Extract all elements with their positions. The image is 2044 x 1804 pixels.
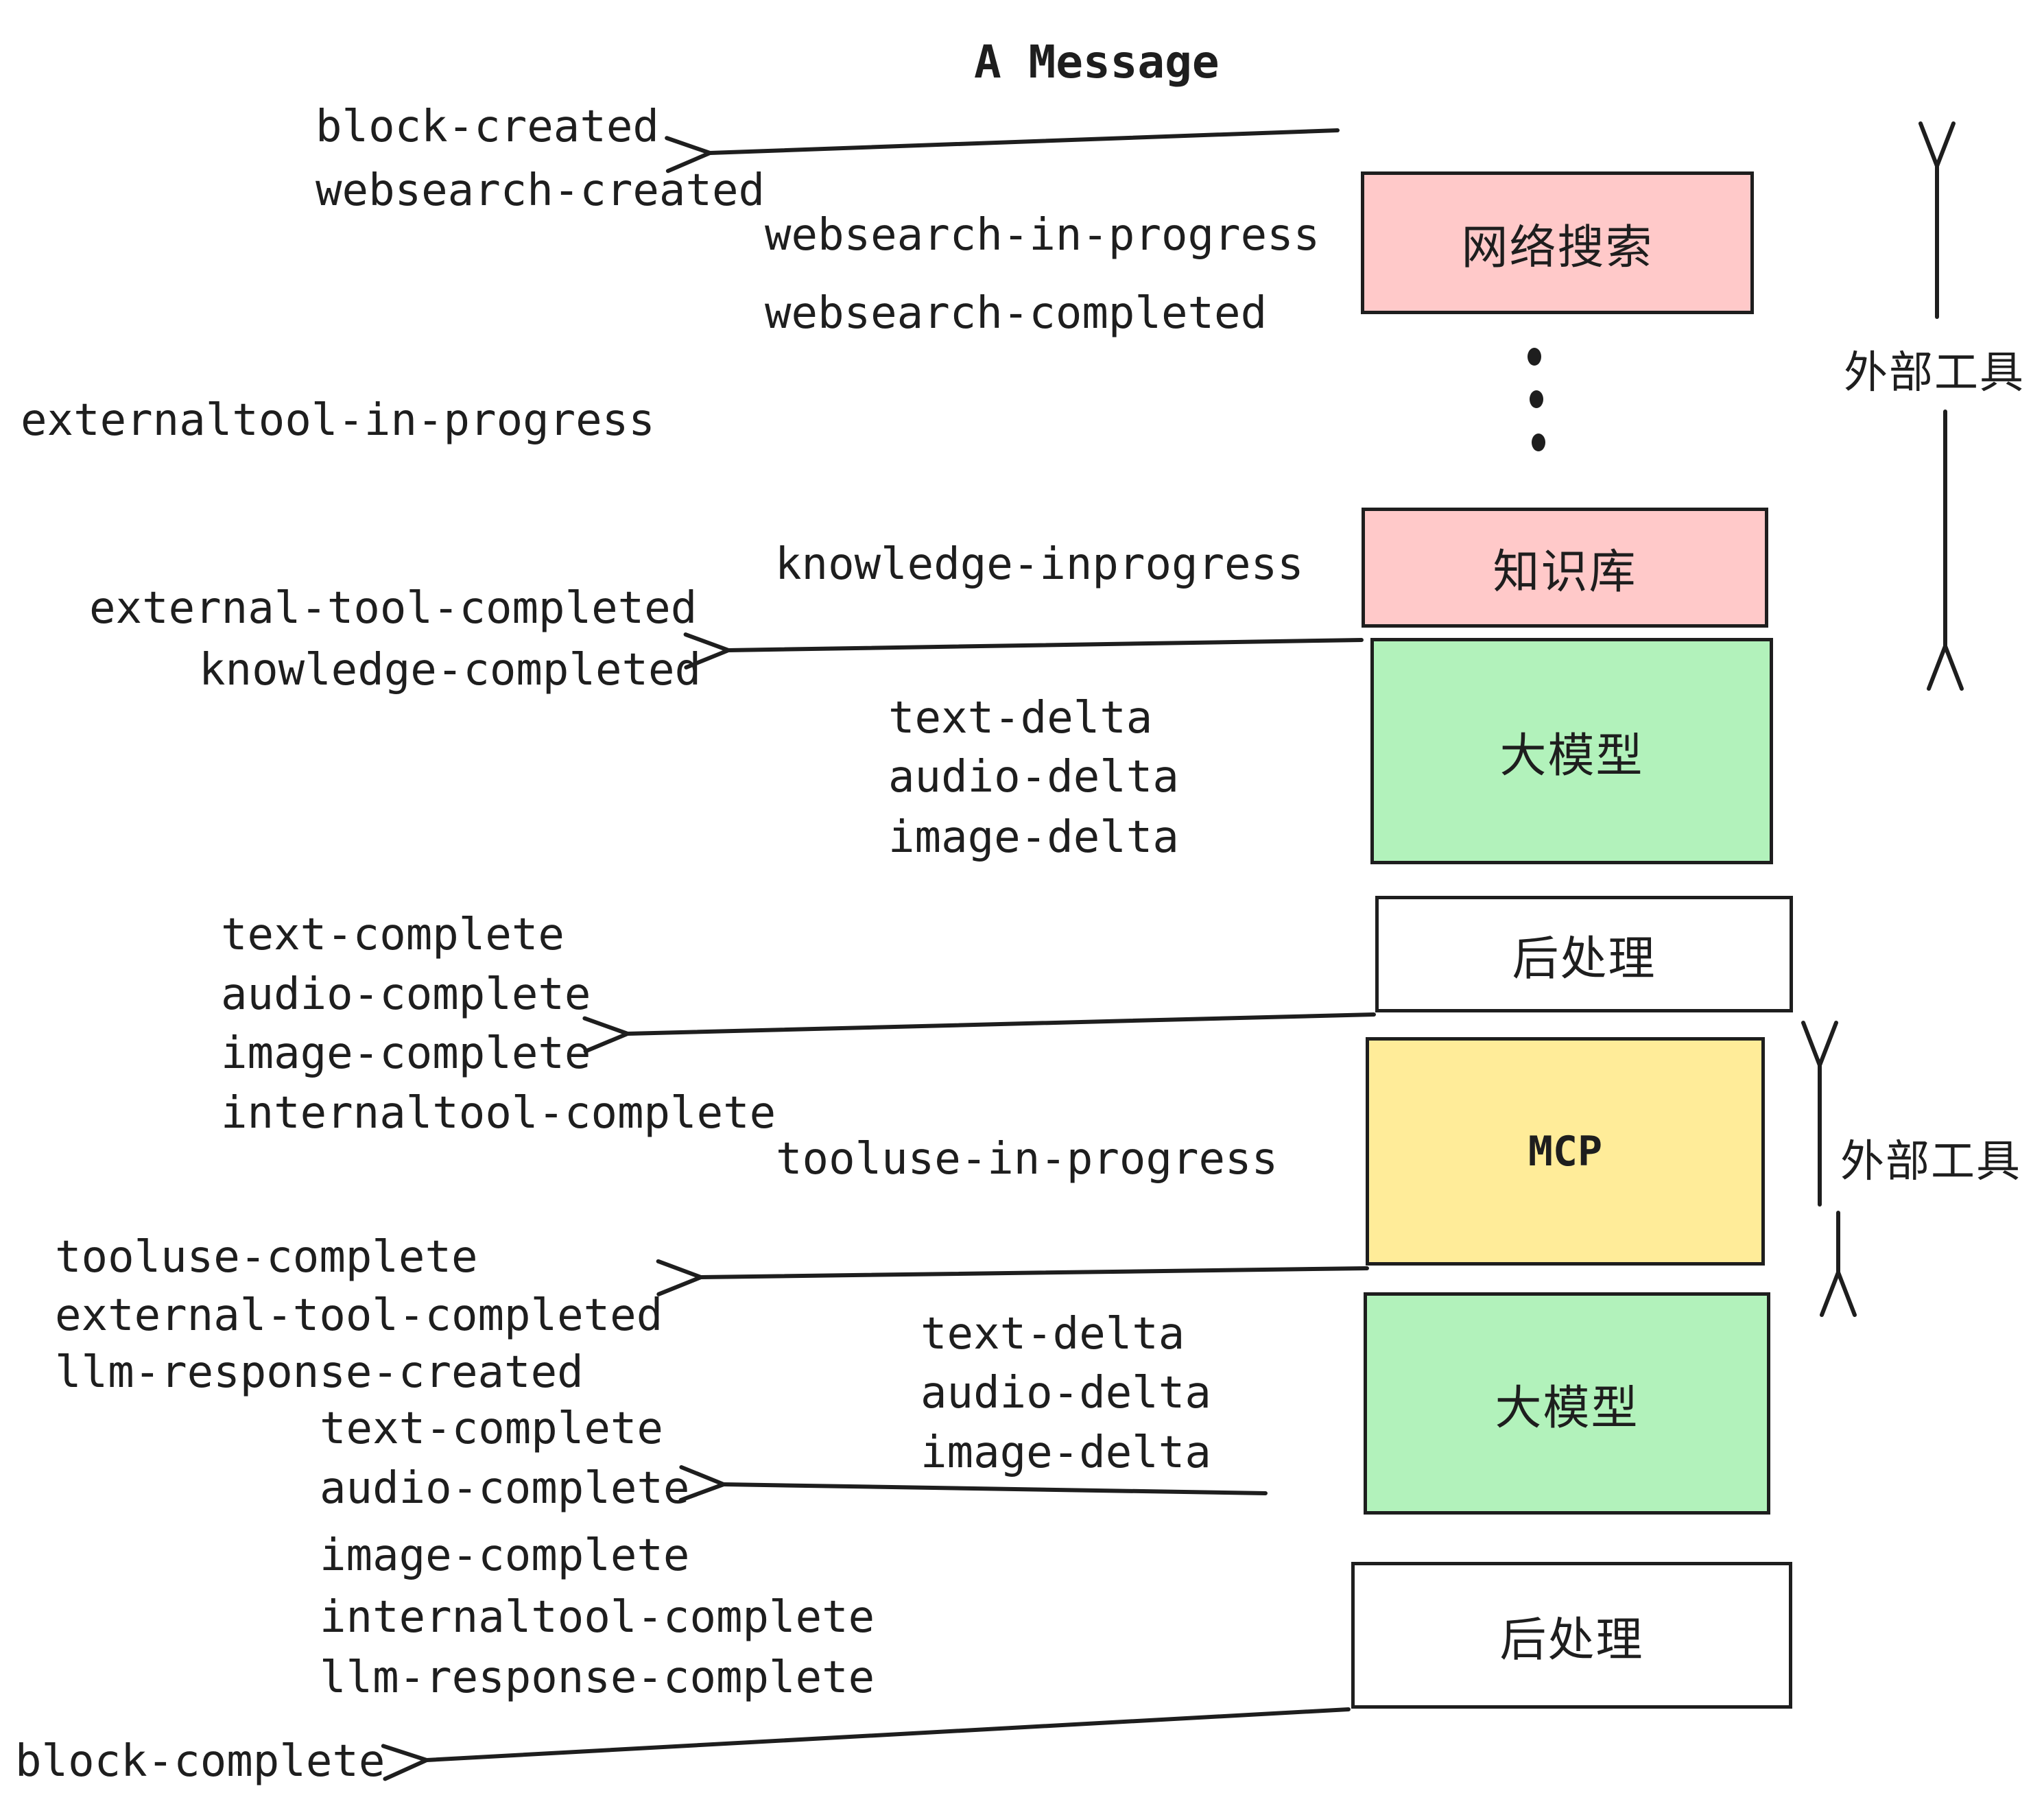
event-label-tooluse-in-progress: tooluse-in-progress <box>776 1134 1279 1185</box>
event-label-image-complete: image-complete <box>221 1028 591 1079</box>
box-label-postprocess-1: 后处理 <box>1512 931 1656 986</box>
box-llm-1: 大模型 <box>1370 638 1773 864</box>
event-label-block-complete: block-complete <box>15 1736 385 1787</box>
arrow-to-block-created <box>665 128 1340 174</box>
box-label-websearch: 网络搜索 <box>1461 220 1654 275</box>
event-label-websearch-completed: websearch-completed <box>765 288 1268 339</box>
arrow-to-block-complete <box>381 1707 1351 1781</box>
event-label-knowledge-completed: knowledge-completed <box>199 645 702 696</box>
event-label-llm-response-created: llm-response-created <box>55 1347 584 1398</box>
event-label-audio-delta: audio-delta <box>920 1368 1211 1419</box>
box-llm-2: 大模型 <box>1364 1292 1770 1515</box>
event-label-block-created: block-created <box>316 102 659 152</box>
event-label-image-complete: image-complete <box>320 1530 690 1581</box>
side-annotation-external-tools-2: 外部工具 <box>1840 1137 2021 1187</box>
event-label-audio-complete: audio-complete <box>221 969 591 1020</box>
box-knowledge: 知识库 <box>1362 508 1768 628</box>
event-label-knowledge-inprogress: knowledge-inprogress <box>775 539 1304 590</box>
event-label-text-delta: text-delta <box>888 693 1153 744</box>
box-label-postprocess-2: 后处理 <box>1499 1613 1644 1667</box>
event-label-image-delta: image-delta <box>920 1427 1211 1478</box>
box-label-llm-2: 大模型 <box>1495 1381 1639 1436</box>
box-label-knowledge: 知识库 <box>1493 545 1637 600</box>
box-websearch: 网络搜索 <box>1361 171 1754 314</box>
event-label-externaltool-in-progress: externaltool-in-progress <box>21 395 655 446</box>
event-label-audio-complete: audio-complete <box>320 1463 690 1514</box>
ellipsis-dot-1 <box>1528 348 1541 366</box>
page-title: A Message <box>974 36 1220 88</box>
event-label-external-tool-completed: external-tool-completed <box>55 1290 663 1341</box>
event-label-audio-delta: audio-delta <box>888 752 1179 803</box>
box-mcp: MCP <box>1366 1037 1765 1266</box>
ellipsis-dot-2 <box>1530 390 1543 408</box>
box-label-mcp: MCP <box>1528 1127 1603 1176</box>
arrow-to-audio-complete <box>678 1464 1268 1502</box>
event-label-image-delta: image-delta <box>888 812 1179 863</box>
ellipsis-dot-3 <box>1532 434 1545 451</box>
box-postprocess-2: 后处理 <box>1351 1562 1792 1709</box>
box-label-llm-1: 大模型 <box>1499 728 1644 783</box>
event-label-text-complete: text-complete <box>221 910 565 960</box>
event-label-websearch-created: websearch-created <box>316 165 765 216</box>
event-label-internaltool-complete: internaltool-complete <box>221 1088 776 1139</box>
event-label-llm-response-complete: llm-response-complete <box>320 1652 875 1703</box>
event-label-websearch-in-progress: websearch-in-progress <box>765 210 1320 261</box>
arrow-to-image-complete <box>582 1012 1376 1054</box>
event-label-internaltool-complete: internaltool-complete <box>320 1592 875 1643</box>
event-label-text-delta: text-delta <box>920 1309 1185 1360</box>
arrow-to-tooluse-complete <box>656 1259 1369 1296</box>
event-label-tooluse-complete: tooluse-complete <box>55 1232 478 1283</box>
event-label-text-complete: text-complete <box>320 1403 663 1454</box>
event-label-external-tool-completed: external-tool-completed <box>89 583 698 634</box>
side-annotation-external-tools-1: 外部工具 <box>1844 348 2025 399</box>
box-postprocess-1: 后处理 <box>1375 896 1793 1012</box>
arrow-to-knowledge-completed <box>683 632 1364 670</box>
